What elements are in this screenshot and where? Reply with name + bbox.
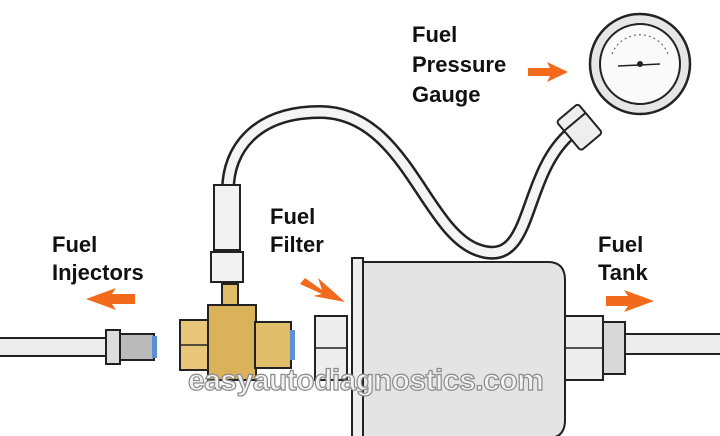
arrow-down-right-icon [300,278,345,302]
brass-tee-adapter [179,283,295,381]
fuel-pressure-gauge [556,12,692,151]
arrow-right-icon [606,290,654,312]
label-fuel-tank: Fuel Tank [598,232,649,285]
injector-fuel-line [0,329,157,365]
label-fuel-pressure-gauge: Fuel Pressure Gauge [412,22,512,107]
label-fuel-filter: Fuel Filter [270,204,324,257]
hose-fitting [210,184,244,283]
fuel-filter [314,257,626,436]
arrow-left-icon [86,288,135,310]
arrow-right-icon [528,62,568,82]
label-fuel-injectors: Fuel Injectors [52,232,144,285]
tank-fuel-line [624,333,720,355]
watermark: easyautodiagnostics.com [188,364,543,397]
